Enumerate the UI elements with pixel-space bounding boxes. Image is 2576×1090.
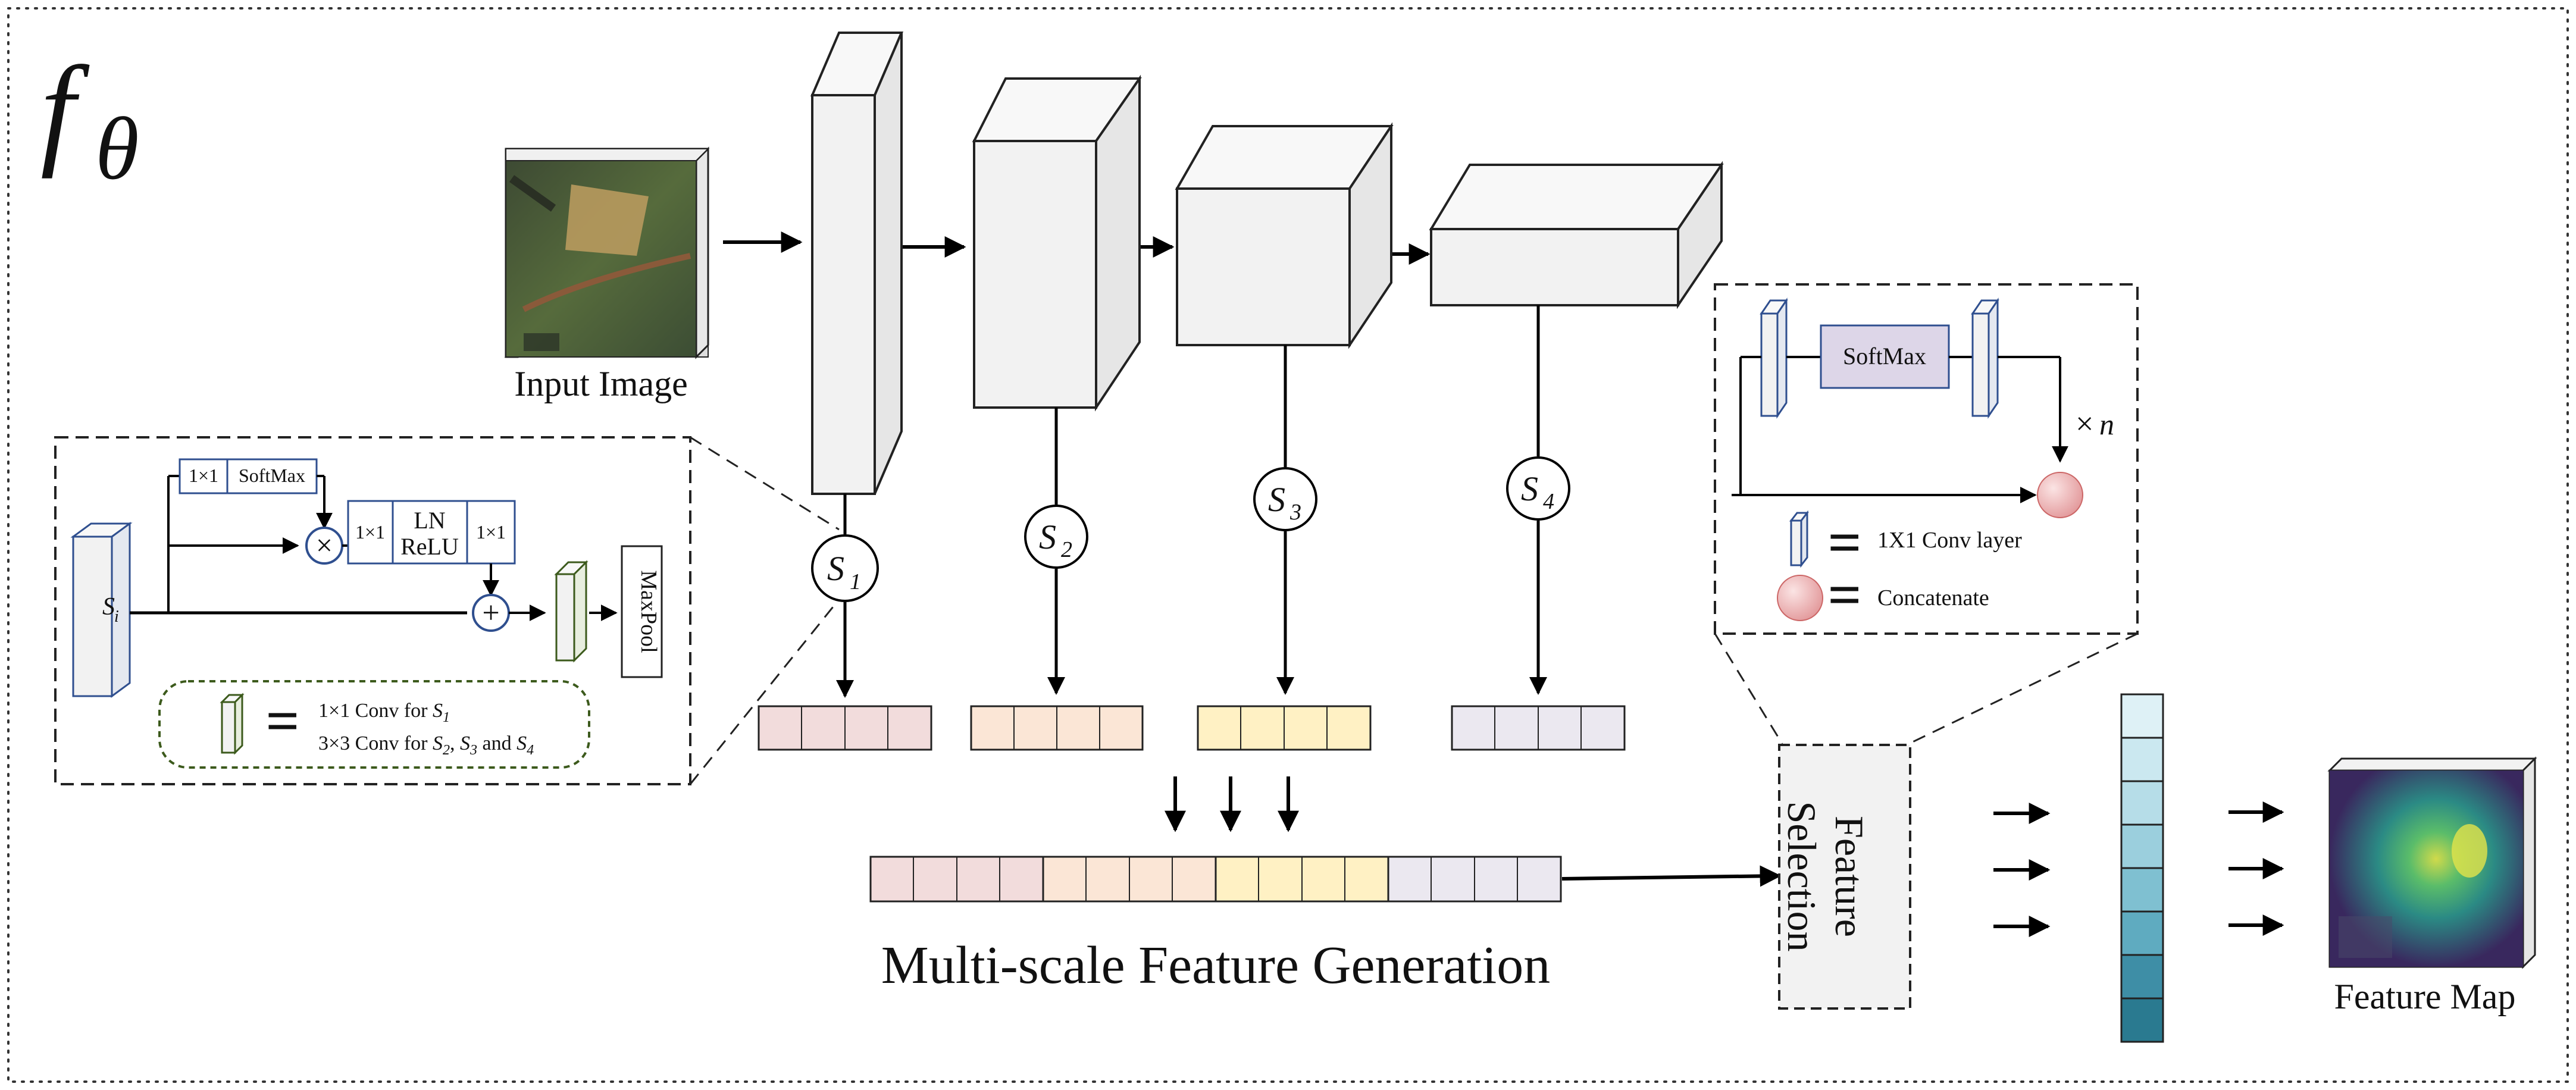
- stage-cube-2: [972, 74, 1142, 412]
- module-multiply: ×: [316, 528, 333, 562]
- input-image: [504, 146, 710, 359]
- stage-node-s1: S 1: [811, 534, 879, 602]
- module-top-softmax: SoftMax: [239, 465, 305, 486]
- selection-legend-eq-1: =: [1828, 509, 1862, 575]
- zoom-line-top: [690, 436, 840, 531]
- token-row-s3: [1197, 705, 1372, 751]
- svg-text:1: 1: [850, 569, 861, 594]
- zoom-line-bottom: [689, 600, 839, 785]
- feature-map-label: Feature Map: [2334, 977, 2516, 1016]
- zoom-line-fs-right: [1908, 632, 2138, 745]
- selection-repeat-x: ×: [2076, 406, 2093, 441]
- selection-legend-conv: 1X1 Conv layer: [1877, 528, 2022, 553]
- stage-cube-1: [810, 32, 904, 495]
- module-input-sym: S: [102, 593, 115, 621]
- svg-text:S: S: [1521, 469, 1538, 508]
- model-symbol-theta: θ: [95, 99, 139, 198]
- stage-cube-4: [1429, 161, 1724, 309]
- legend-line1-prefix: 1×1 Conv for: [318, 700, 433, 722]
- svg-text:S: S: [827, 549, 844, 588]
- zoom-line-fs-left: [1714, 633, 1783, 744]
- input-image-label: Input Image: [514, 364, 688, 403]
- stage-node-s2: S 2: [1024, 505, 1088, 569]
- multi-scale-label: Multi-scale Feature Generation: [881, 936, 1551, 995]
- token-row-s4: [1451, 705, 1626, 751]
- stage-cube-3: [1175, 122, 1394, 349]
- stage-node-s4: S 4: [1506, 456, 1570, 521]
- svg-text:4: 4: [1543, 489, 1554, 514]
- token-row-s1: [758, 705, 932, 751]
- svg-text:2: 2: [1061, 537, 1072, 562]
- outer-frame: [7, 7, 2569, 1083]
- model-symbol-f: f: [40, 41, 90, 179]
- module-ln: LN: [414, 507, 445, 534]
- feature-map-image: [2327, 756, 2537, 969]
- module-mid-conv-1: 1×1: [355, 521, 385, 543]
- arrow-to-feature-selection: [1561, 865, 1782, 887]
- feature-selection-line2: Selection: [1779, 801, 1824, 951]
- multi-scale-token-row: [869, 856, 1562, 903]
- stage-node-s3: S 3: [1253, 467, 1317, 531]
- selection-legend-eq-2: =: [1828, 562, 1862, 628]
- token-row-s2: [970, 705, 1144, 751]
- svg-text:3×3 Conv for S2, S3 and S4: 3×3 Conv for S2, S3 and S4: [318, 732, 534, 758]
- feature-selection-box: Feature Selection: [1778, 744, 1911, 1010]
- selected-feature-column: [2120, 693, 2164, 1043]
- module-legend-eq: =: [266, 688, 300, 754]
- selection-block-box: SoftMax × n = 1X1 Conv layer = Concatena…: [1714, 283, 2139, 635]
- legend-line2-prefix: 3×3 Conv for: [318, 732, 433, 754]
- svg-text:1×1 Conv for S1: 1×1 Conv for S1: [318, 700, 450, 725]
- selection-repeat-n: n: [2099, 408, 2114, 441]
- module-add: +: [482, 596, 499, 630]
- selection-legend-concat: Concatenate: [1877, 585, 1989, 610]
- module-relu: ReLU: [400, 533, 459, 560]
- model-symbol: f θ: [40, 41, 139, 198]
- module-input-sub: i: [114, 607, 119, 626]
- svg-text:S: S: [1268, 480, 1285, 519]
- svg-text:3: 3: [1289, 500, 1301, 525]
- module-maxpool: MaxPool: [636, 570, 661, 653]
- svg-text:S: S: [1039, 518, 1056, 556]
- selection-softmax: SoftMax: [1843, 343, 1926, 369]
- module-mid-conv-2: 1×1: [476, 521, 506, 543]
- feature-selection-line1: Feature: [1827, 816, 1872, 937]
- attention-module-box: S i 1×1 SoftMax × 1×1 LN ReLU 1×1 +: [54, 436, 691, 785]
- module-top-conv: 1×1: [189, 465, 218, 486]
